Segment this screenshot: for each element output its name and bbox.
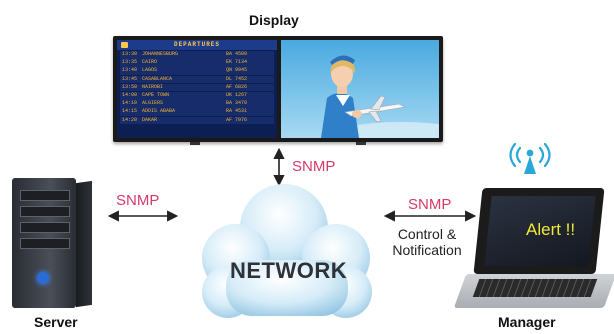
departure-time: 14:10 <box>122 100 138 107</box>
departure-flight: AF 7976 <box>226 116 248 123</box>
cloud-icon <box>202 184 372 318</box>
departure-destination: NAIROBI <box>142 83 164 90</box>
wireless-signal-icon <box>509 142 551 174</box>
server-label: Server <box>34 314 78 330</box>
alert-text: Alert !! <box>526 220 576 239</box>
departure-destination: ALGIERS <box>142 100 164 107</box>
display-stand-right <box>356 142 366 145</box>
departure-time: 14:20 <box>122 116 138 123</box>
departure-destination: CAIRO <box>142 59 158 66</box>
departure-time: 14:00 <box>122 91 138 98</box>
departure-destination: JOHANNESBURG <box>142 51 179 57</box>
departure-destination: LAGOS <box>142 67 158 74</box>
departure-time: 14:15 <box>122 108 138 115</box>
departures-logo <box>121 42 128 48</box>
server-power-light <box>37 272 49 284</box>
flight-attendant-image <box>321 55 439 138</box>
departure-flight: UK 1267 <box>226 91 248 98</box>
snmp-display-label: SNMP <box>292 158 336 175</box>
departure-flight: RA 4531 <box>226 108 248 115</box>
departure-row: 14:15 ADDIS ABABA RA 4531 <box>120 108 274 116</box>
display-stand-left <box>190 142 200 145</box>
departure-flight: EK 7134 <box>226 59 248 66</box>
departure-time: 13:45 <box>122 75 138 82</box>
flight-attendant-panel <box>281 40 439 138</box>
notification-line: Notification <box>392 242 462 258</box>
departure-time: 13:30 <box>122 51 138 57</box>
server-side-panel <box>76 180 92 308</box>
departure-time: 13:35 <box>122 59 138 66</box>
server-bay-4 <box>20 238 70 249</box>
network-label: NETWORK <box>230 258 348 283</box>
departures-header: DEPARTURES <box>117 40 277 50</box>
departure-row: 13:30 JOHANNESBURG BA 4509 <box>120 51 274 59</box>
departure-row: 13:35 CAIRO EK 7134 <box>120 59 274 67</box>
departure-row: 14:10 ALGIERS BA 3470 <box>120 100 274 108</box>
laptop-keyboard <box>472 279 598 297</box>
snmp-manager-label: SNMP <box>408 196 452 213</box>
departures-rows: 13:30 JOHANNESBURG BA 4509 13:35 CAIRO EK 713… <box>117 50 277 126</box>
control-line: Control & <box>397 226 457 242</box>
server-bay-3 <box>20 222 70 233</box>
control-notification-label: Control & Notification <box>384 226 470 258</box>
departure-row: 13:50 NAIROBI AF 6826 <box>120 83 274 92</box>
display-label: Display <box>249 12 299 28</box>
departure-flight: DL 7452 <box>226 75 248 82</box>
departure-flight: QN 9945 <box>226 67 248 74</box>
departure-destination: CASABLANCA <box>142 75 173 82</box>
departure-destination: DAKAR <box>142 116 158 123</box>
departure-row: 14:20 DAKAR AF 7976 <box>120 116 274 125</box>
departures-board: DEPARTURES 13:30 JOHANNESBURG BA 4509 13:35… <box>117 40 277 138</box>
departure-flight: AF 6826 <box>226 83 248 90</box>
departure-flight: BA 3470 <box>226 100 248 107</box>
departure-destination: CAPE TOWN <box>142 91 170 98</box>
departure-destination: ADDIS ABABA <box>142 108 176 115</box>
departure-row: 13:40 LAGOS QN 9945 <box>120 67 274 75</box>
server-bay-1 <box>20 190 70 201</box>
departure-flight: BA 4509 <box>226 51 248 57</box>
departure-time: 13:40 <box>122 67 138 74</box>
departure-row: 13:45 CASABLANCA DL 7452 <box>120 75 274 84</box>
departure-time: 13:50 <box>122 83 138 90</box>
departure-row: 14:00 CAPE TOWN UK 1267 <box>120 91 274 100</box>
manager-label: Manager <box>498 314 556 330</box>
snmp-server-label: SNMP <box>116 192 160 209</box>
server-bay-2 <box>20 206 70 217</box>
